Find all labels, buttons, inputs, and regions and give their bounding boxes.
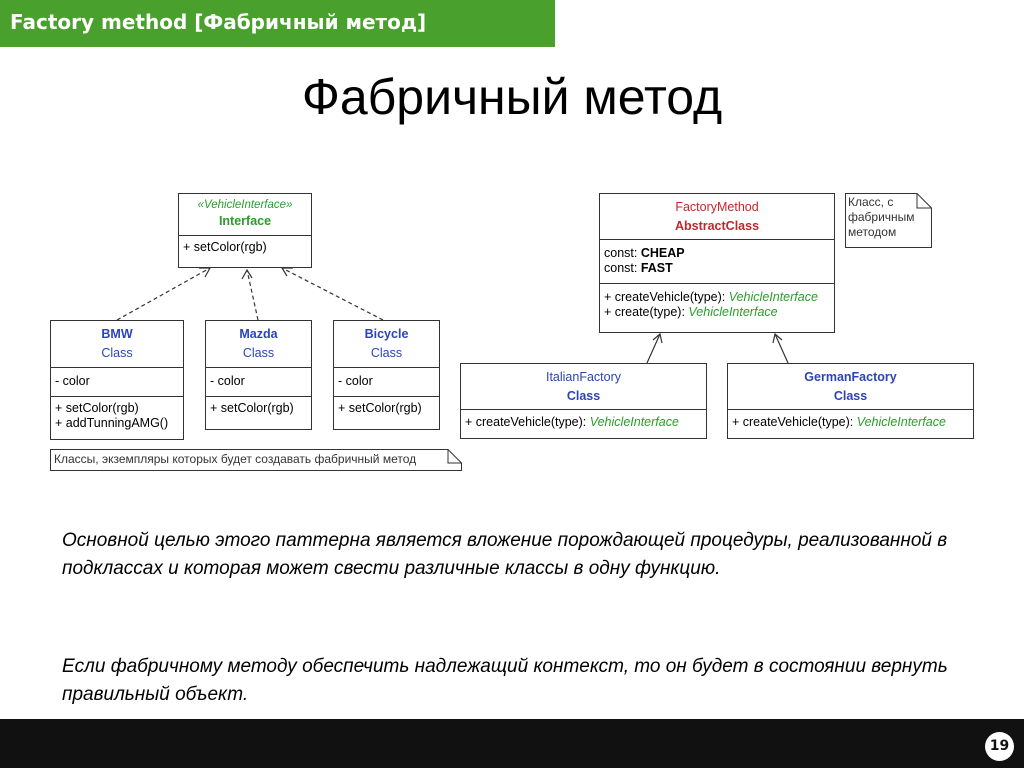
const-cheap: CHEAP xyxy=(640,246,685,260)
note-line: методом xyxy=(848,225,897,239)
dependency-bicycle-interface xyxy=(281,267,384,321)
uml-class-bmw: BMW Class - color + setColor(rgb) + addT… xyxy=(50,320,184,440)
dependency-mazda-interface xyxy=(246,269,259,321)
body-paragraph-1: Основной целью этого паттерна является в… xyxy=(62,530,948,579)
note-classes: Классы, экземпляры которых будет создава… xyxy=(50,449,462,471)
mazda-methods: + setColor(rgb) xyxy=(206,397,311,419)
note-line: Класс, с xyxy=(848,195,894,209)
abstract-methods: + createVehicle(type): VehicleInterface … xyxy=(600,284,834,323)
abstract-constants: const: CHEAP const: FAST xyxy=(600,240,834,284)
uml-class-italian-factory: ItalianFactory Class + createVehicle(typ… xyxy=(460,363,707,439)
interface-method: + setColor(rgb) xyxy=(183,240,267,254)
italian-kind: Class xyxy=(566,389,601,403)
inheritance-italian-abstract xyxy=(646,333,661,364)
arrowhead-german xyxy=(772,332,783,344)
german-kind: Class xyxy=(833,389,868,403)
slide-title: Фабричный метод xyxy=(301,69,723,125)
italian-header: ItalianFactory Class xyxy=(461,364,706,410)
abstract-kind: AbstractClass xyxy=(674,219,760,233)
arrowhead-italian xyxy=(652,332,663,344)
bmw-method: + setColor(rgb) xyxy=(55,401,139,415)
bmw-kind: Class xyxy=(101,346,133,360)
dependency-bmw-interface xyxy=(116,267,211,321)
bicycle-name: Bicycle xyxy=(364,327,409,341)
interface-stereotype: «VehicleInterface» xyxy=(197,199,293,211)
abstract-header: FactoryMethod AbstractClass xyxy=(600,194,834,240)
uml-interface-box: «VehicleInterface» Interface + setColor(… xyxy=(178,193,312,268)
header-bar: Factory method [Фабричный метод] xyxy=(0,0,555,47)
uml-class-bicycle: Bicycle Class - color + setColor(rgb) xyxy=(333,320,440,430)
page-number-badge: 19 xyxy=(985,732,1014,761)
uml-abstract-class: FactoryMethod AbstractClass const: CHEAP… xyxy=(599,193,835,333)
german-method: + createVehicle(type): VehicleInterface xyxy=(728,410,973,433)
bmw-name: BMW xyxy=(101,327,133,341)
note-line: фабричным xyxy=(848,210,915,224)
italian-method-sig: + createVehicle(type): xyxy=(465,415,590,429)
mazda-name: Mazda xyxy=(239,327,278,341)
note-factory-text: Класс, с фабричным методом xyxy=(848,195,915,240)
note-shape xyxy=(50,449,462,471)
const-prefix: const: xyxy=(604,261,641,275)
bmw-header: BMW Class xyxy=(51,321,183,368)
arrowhead-bicycle xyxy=(280,267,293,277)
header-title: Factory method [Фабричный метод] xyxy=(10,10,427,34)
body-paragraph-2: Если фабричному методу обеспечить надлеж… xyxy=(62,656,948,705)
abstract-method-sig: + create(type): xyxy=(604,305,689,319)
german-header: GermanFactory Class xyxy=(728,364,973,410)
german-name: GermanFactory xyxy=(804,370,897,384)
abstract-method-return: VehicleInterface xyxy=(728,290,818,304)
note-factory: Класс, с фабричным методом xyxy=(845,193,932,248)
bmw-methods: + setColor(rgb) + addTunningAMG() xyxy=(51,397,183,434)
interface-name: Interface xyxy=(218,214,272,228)
const-prefix: const: xyxy=(604,246,641,260)
bicycle-kind: Class xyxy=(370,346,403,360)
const-fast: FAST xyxy=(640,261,673,275)
mazda-header: Mazda Class xyxy=(206,321,311,368)
uml-interface-header: «VehicleInterface» Interface xyxy=(179,194,311,236)
bicycle-method: + setColor(rgb) xyxy=(338,401,422,415)
bmw-field: - color xyxy=(51,368,183,397)
italian-method: + createVehicle(type): VehicleInterface xyxy=(461,410,706,433)
mazda-kind: Class xyxy=(242,346,275,360)
bicycle-methods: + setColor(rgb) xyxy=(334,397,439,419)
arrowhead-mazda xyxy=(241,268,253,280)
bicycle-header: Bicycle Class xyxy=(334,321,439,368)
note-classes-text: Классы, экземпляры которых будет создава… xyxy=(54,452,417,466)
mazda-method: + setColor(rgb) xyxy=(210,401,294,415)
bmw-method: + addTunningAMG() xyxy=(55,416,169,430)
german-method-return: VehicleInterface xyxy=(856,415,946,429)
uml-class-german-factory: GermanFactory Class + createVehicle(type… xyxy=(727,363,974,439)
bicycle-field: - color xyxy=(334,368,439,397)
inheritance-german-abstract xyxy=(774,333,789,364)
abstract-method-sig: + createVehicle(type): xyxy=(604,290,729,304)
italian-method-return: VehicleInterface xyxy=(589,415,679,429)
uml-class-mazda: Mazda Class - color + setColor(rgb) xyxy=(205,320,312,430)
abstract-method-return: VehicleInterface xyxy=(688,305,778,319)
german-method-sig: + createVehicle(type): xyxy=(732,415,857,429)
abstract-name: FactoryMethod xyxy=(675,200,759,214)
note-shape xyxy=(845,193,932,248)
footer-bar xyxy=(0,719,1024,768)
arrowhead-bmw xyxy=(199,267,212,278)
italian-name: ItalianFactory xyxy=(545,370,622,384)
mazda-field: - color xyxy=(206,368,311,397)
